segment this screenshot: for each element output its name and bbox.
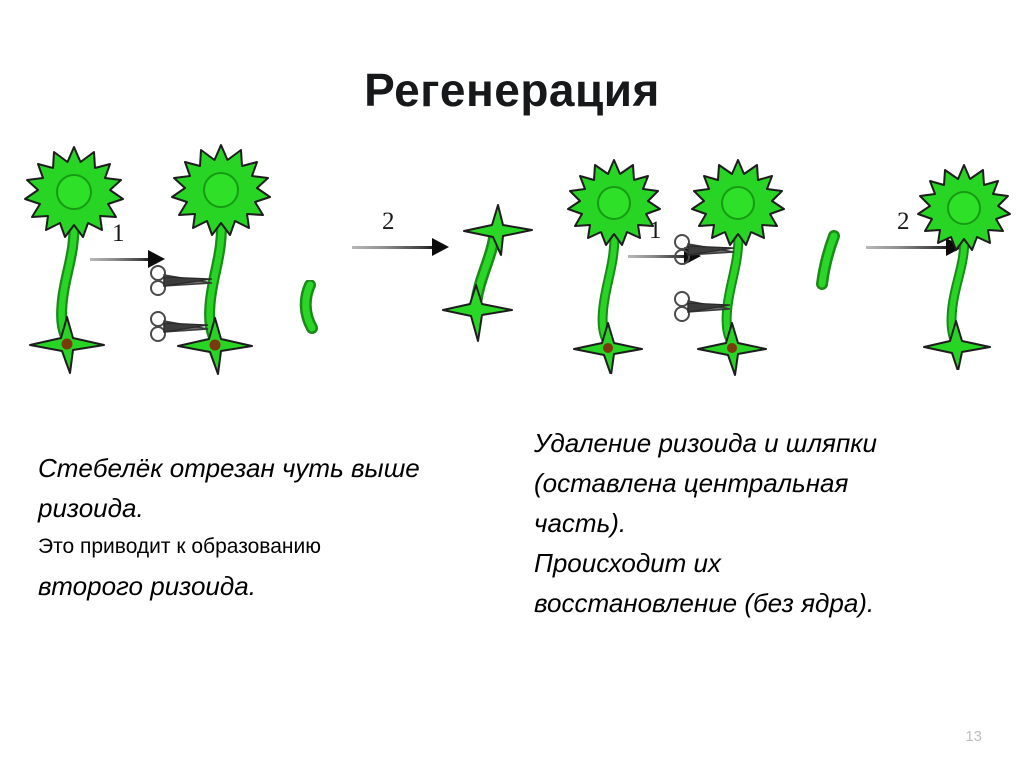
alga-cap	[171, 144, 271, 236]
alga-cap	[917, 164, 1011, 251]
alga-cut-b2	[672, 149, 802, 382]
arrow-line	[628, 255, 688, 258]
arrow-label-1-b: 1	[649, 217, 662, 244]
page-number: 13	[965, 728, 982, 745]
regeneration-diagram: 1	[0, 135, 1024, 395]
arrow-label-1-a: 1	[112, 220, 125, 247]
arrow-line	[90, 258, 152, 261]
alga-regenerated-b4	[898, 155, 1024, 375]
alga-intact-a1	[4, 135, 144, 380]
caption-right-line-2: (оставлена центральная	[534, 468, 849, 498]
caption-left-line-3: Это приводит к образованию	[38, 535, 321, 558]
caption-right-line-4: Происходит их	[534, 548, 721, 578]
arrow-step-1-a: 1	[90, 220, 168, 268]
arrow-head	[148, 250, 165, 268]
caption-left-line-2: ризоида.	[38, 493, 144, 523]
alga-svg	[24, 146, 124, 374]
scissors-upper-cut-a2	[150, 265, 213, 296]
fragment-svg	[299, 279, 318, 334]
alga-cut-a2	[148, 133, 288, 383]
alga-intact-b1	[548, 149, 678, 379]
arrow-head	[432, 238, 449, 256]
stem-fragment-b3	[812, 230, 852, 301]
caption-right-line-1: Удаление ризоида и шляпки	[534, 428, 877, 458]
scissors-lower-cut-b2	[674, 291, 731, 322]
fragment-two-rhizoids-a4	[440, 203, 536, 353]
caption-right-line-3: часть).	[534, 508, 627, 538]
page-title: Регенерация	[364, 64, 660, 116]
fragment-svg	[816, 230, 840, 290]
caption-right-line-5: восстановление (без ядра).	[534, 588, 875, 618]
alga-svg	[150, 144, 271, 375]
arrow-step-2-a: 2	[352, 208, 452, 256]
alga-cap	[24, 146, 124, 238]
alga-cap	[567, 159, 661, 246]
alga-svg	[674, 159, 785, 376]
scissors-upper-cut-b2	[674, 234, 735, 265]
caption-left-line-1: Стебелёк отрезан чуть выше	[38, 453, 420, 483]
caption-left: Стебелёк отрезан чуть выше ризоида. Это …	[38, 448, 420, 606]
arrow-line	[352, 246, 436, 249]
caption-right: Удаление ризоида и шляпки (оставлена цен…	[534, 423, 877, 623]
stem-fragment-a3	[296, 279, 336, 345]
scissors-lower-cut-a2	[150, 311, 209, 342]
regenerated-svg	[442, 204, 533, 342]
alga-svg	[917, 164, 1011, 372]
caption-left-line-4: второго ризоида.	[38, 571, 256, 601]
arrow-label-2-b: 2	[897, 208, 910, 235]
arrow-label-2-a: 2	[382, 208, 395, 235]
alga-cap	[691, 159, 785, 246]
arrow-line	[866, 246, 950, 249]
alga-svg	[567, 159, 661, 376]
